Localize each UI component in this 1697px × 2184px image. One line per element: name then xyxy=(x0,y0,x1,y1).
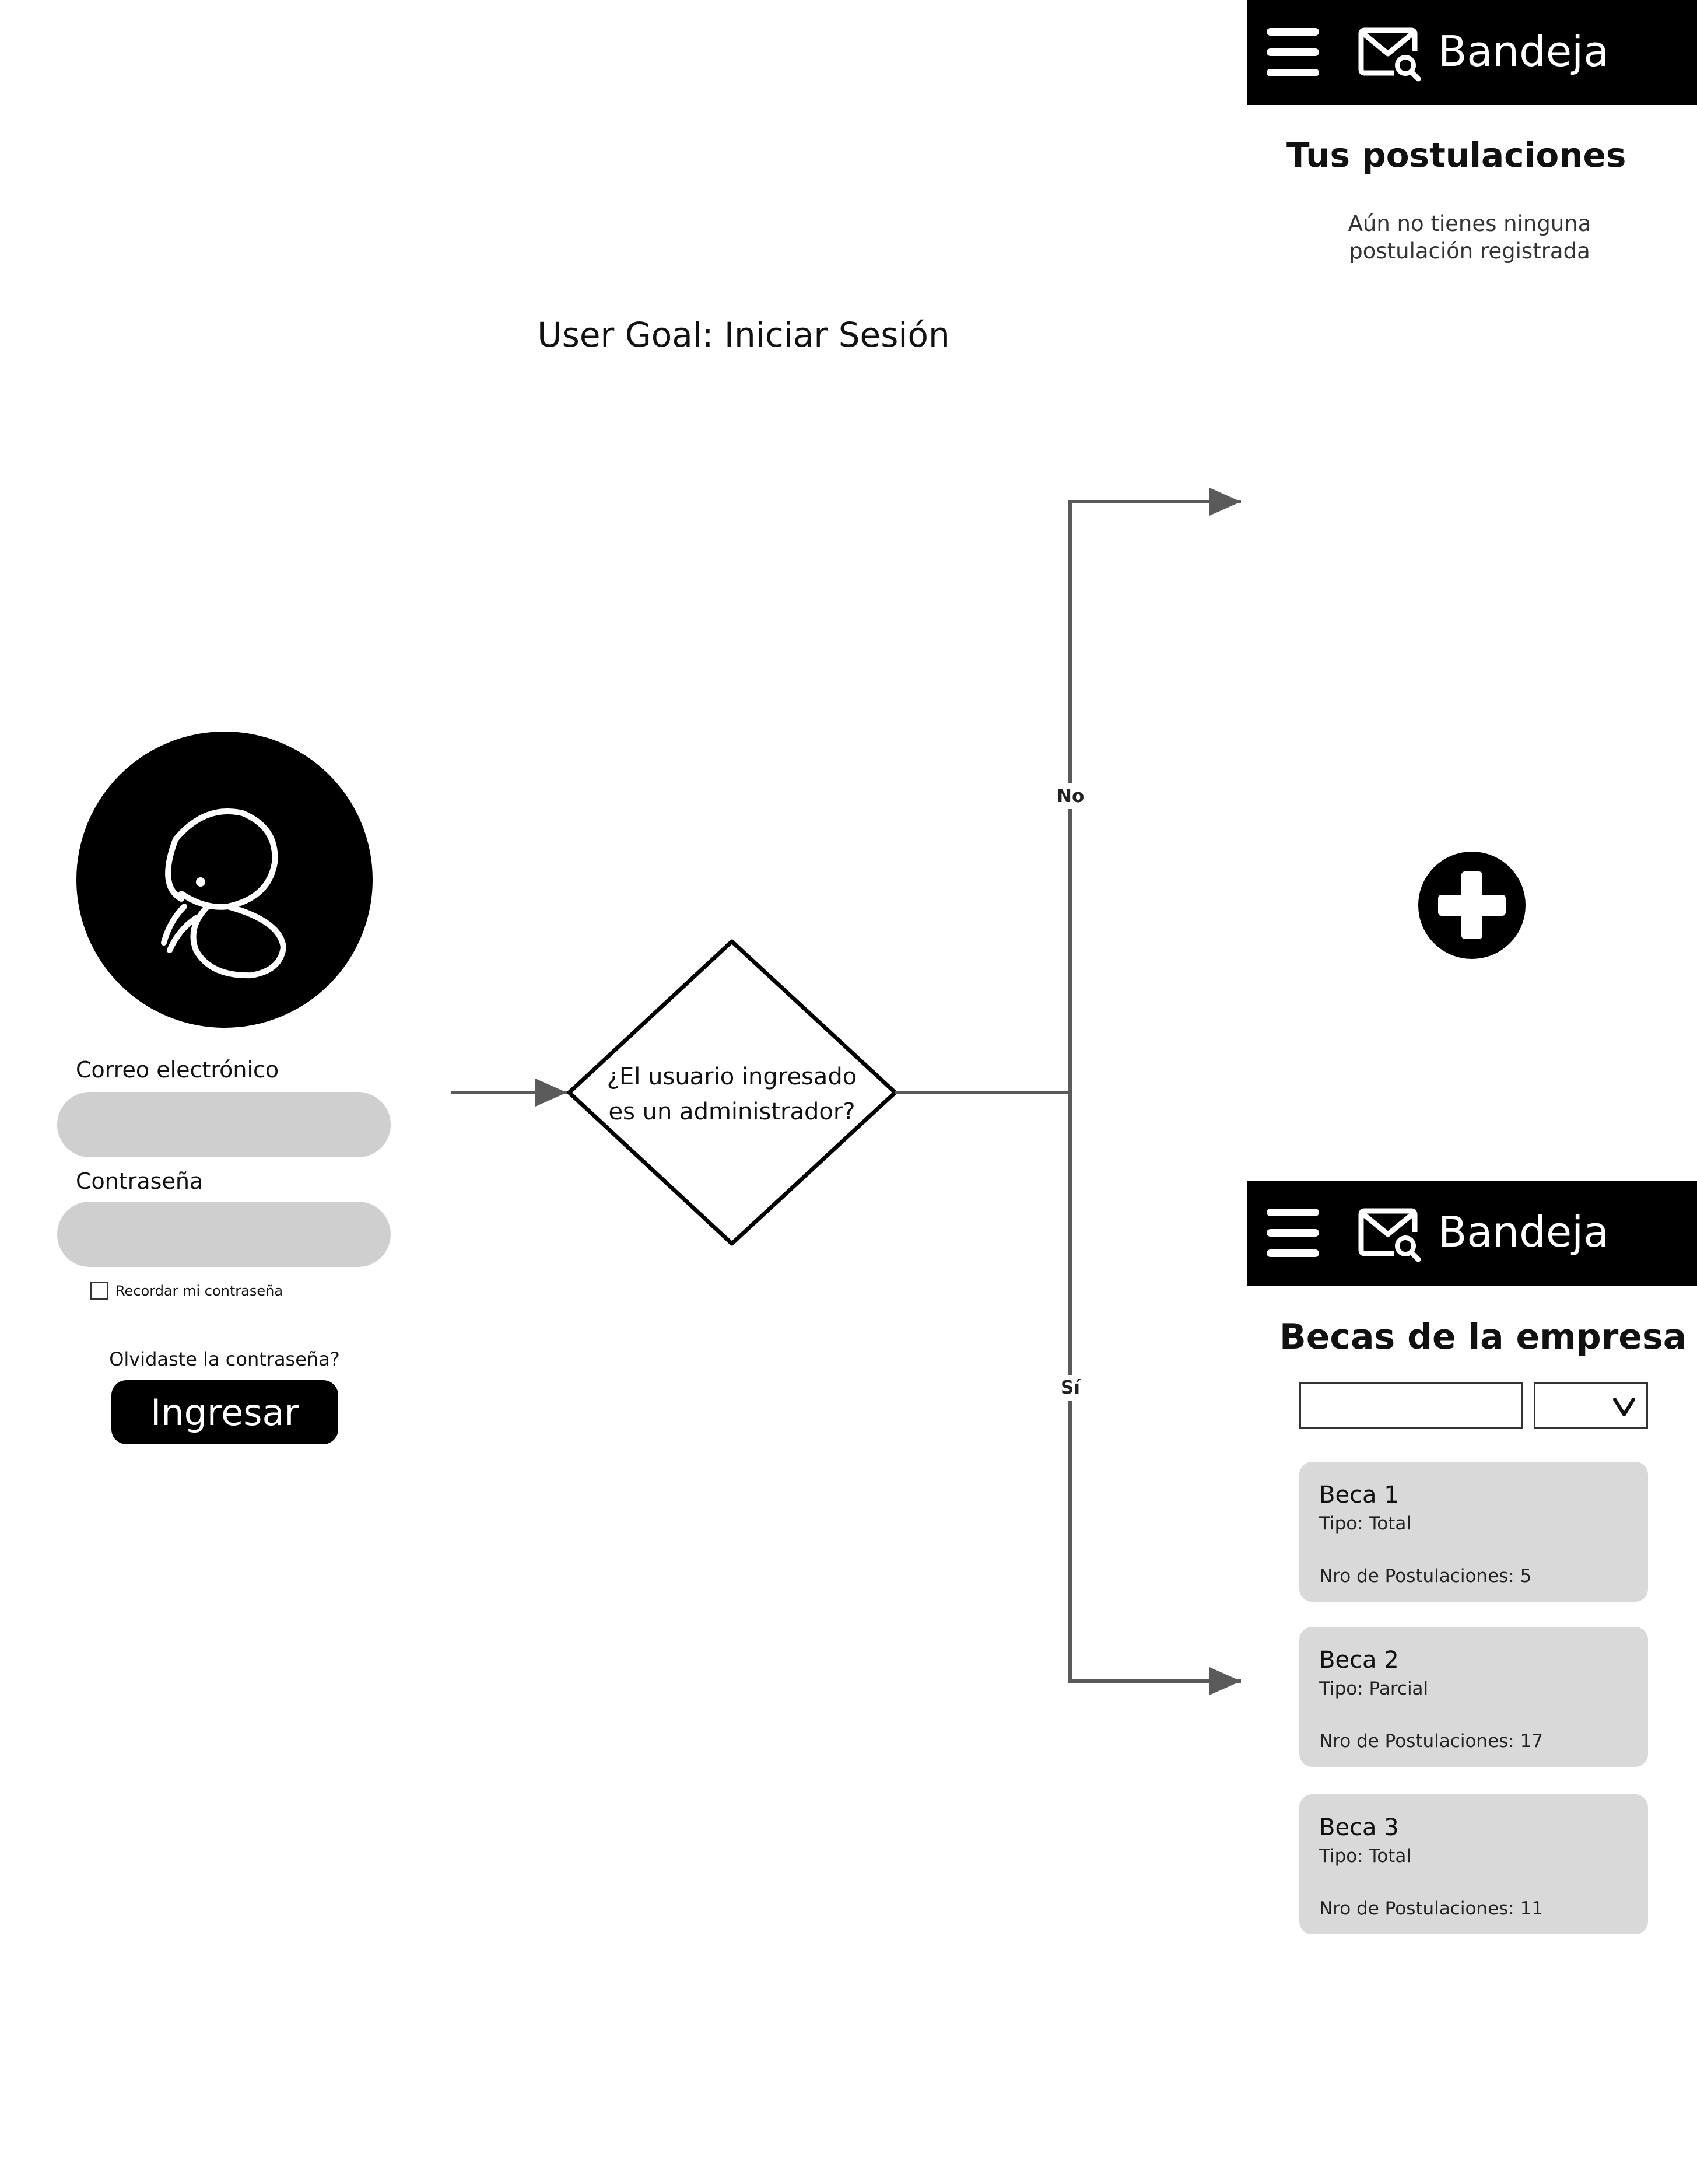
scholarship-card[interactable]: Beca 2 Tipo: Parcial Nro de Postulacione… xyxy=(1299,1627,1648,1767)
card-count: Nro de Postulaciones: 17 xyxy=(1319,1731,1544,1752)
card-type: Tipo: Total xyxy=(1319,1513,1411,1534)
connector-branch-yes xyxy=(1068,1093,1241,1695)
header-title: Bandeja xyxy=(1438,27,1610,76)
email-field[interactable] xyxy=(57,1092,391,1157)
scholarship-card[interactable]: Beca 3 Tipo: Total Nro de Postulaciones:… xyxy=(1299,1794,1648,1934)
empty-line-1: Aún no tienes ninguna xyxy=(1348,211,1591,236)
remember-label: Recordar mi contraseña xyxy=(115,1283,283,1299)
hamburger-menu-icon[interactable] xyxy=(1267,1209,1319,1258)
mail-search-icon xyxy=(1358,1208,1421,1262)
diagram-title: User Goal: Iniciar Sesión xyxy=(537,315,950,355)
card-type: Tipo: Parcial xyxy=(1319,1678,1429,1699)
section-title: Tus postulaciones xyxy=(1286,135,1626,175)
email-label: Correo electrónico xyxy=(76,1057,279,1083)
plus-circle-icon xyxy=(1438,872,1506,939)
branch-label-no: No xyxy=(1054,783,1087,809)
decision-line-1: ¿El usuario ingresado xyxy=(606,1063,857,1090)
filter-dropdown[interactable] xyxy=(1534,1382,1648,1429)
card-title: Beca 1 xyxy=(1319,1482,1399,1508)
header-title: Bandeja xyxy=(1438,1208,1610,1256)
card-count: Nro de Postulaciones: 5 xyxy=(1319,1566,1532,1587)
password-field[interactable] xyxy=(57,1202,391,1267)
remember-checkbox[interactable] xyxy=(90,1282,108,1300)
mail-search-icon xyxy=(1358,27,1421,82)
card-type: Tipo: Total xyxy=(1319,1846,1411,1867)
login-button[interactable]: Ingresar xyxy=(111,1380,338,1444)
connector-branch-no xyxy=(1068,488,1241,1093)
chevron-down-icon xyxy=(1613,1398,1635,1416)
section-title: Becas de la empresa xyxy=(1279,1317,1687,1357)
password-label: Contraseña xyxy=(76,1168,204,1194)
empty-line-2: postulación registrada xyxy=(1349,239,1590,264)
add-application-button[interactable] xyxy=(1418,852,1526,959)
decision-line-2: es un administrador? xyxy=(608,1098,855,1125)
hamburger-menu-icon[interactable] xyxy=(1267,28,1319,77)
empty-state-message: Aún no tienes ninguna postulación regist… xyxy=(1341,210,1598,265)
admin-app-header: Bandeja xyxy=(1247,1181,1697,1286)
decision-question: ¿El usuario ingresado es un administrado… xyxy=(589,1059,875,1129)
card-title: Beca 2 xyxy=(1319,1647,1399,1674)
user-app-header: Bandeja xyxy=(1247,0,1697,105)
scholarship-card[interactable]: Beca 1 Tipo: Total Nro de Postulaciones:… xyxy=(1299,1462,1648,1602)
card-title: Beca 3 xyxy=(1319,1814,1399,1841)
branch-label-yes: Sí xyxy=(1058,1375,1082,1401)
decision-diamond xyxy=(567,939,897,1246)
search-input[interactable] xyxy=(1299,1382,1523,1429)
forgot-password-link[interactable]: Olvidaste la contraseña? xyxy=(109,1348,340,1370)
swan-s-logo-icon xyxy=(76,732,373,1028)
card-count: Nro de Postulaciones: 11 xyxy=(1319,1898,1544,1919)
